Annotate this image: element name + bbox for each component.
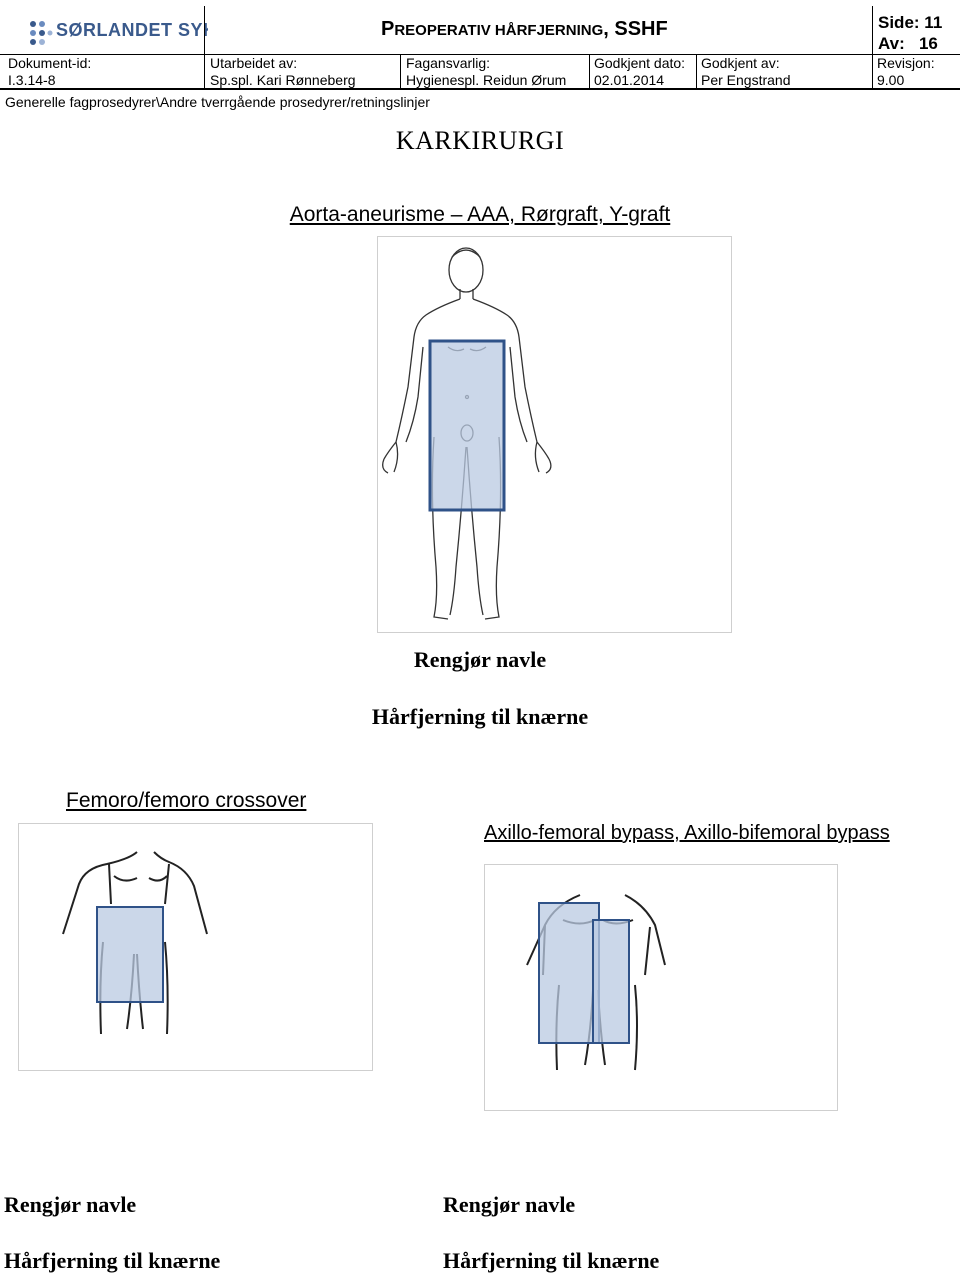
figure-axillo	[484, 864, 838, 1111]
figure-full-body	[377, 236, 732, 633]
doc-id-label: Dokument-id:	[8, 55, 92, 71]
responsible-label: Fagansvarlig:	[406, 55, 491, 71]
hospital-logo-icon	[30, 21, 53, 45]
revision-value: 9.00	[877, 72, 905, 88]
hair-removal-area-left	[538, 902, 600, 1044]
torso-femoro-illustration	[62, 851, 208, 1035]
doc-id-value: I.3.14-8	[8, 72, 56, 88]
page-number: Side: 11	[878, 13, 943, 32]
instruction-hair-removal-3: Hårfjerning til knærne	[443, 1248, 660, 1273]
document-title: PREOPERATIV HÅRFJERNING, SSHF	[381, 18, 668, 40]
instruction-hair-removal-2: Hårfjerning til knærne	[4, 1248, 221, 1273]
revision-label: Revisjon:	[877, 55, 935, 71]
approved-date-value: 02.01.2014	[594, 72, 665, 88]
hair-removal-area	[96, 906, 164, 1003]
figure-femoro	[18, 823, 373, 1071]
author-label: Utarbeidet av:	[210, 55, 298, 71]
author-value: Sp.spl. Kari Rønneberg	[210, 72, 356, 88]
body-front-illustration	[382, 247, 552, 620]
section-title-aorta: Aorta-aneurisme – AAA, Rørgraft, Y-graft	[289, 203, 671, 226]
section-title-femoro: Femoro/femoro crossover	[66, 789, 307, 812]
instruction-hair-removal-1: Hårfjerning til knærne	[371, 704, 589, 729]
approved-by-value: Per Engstrand	[701, 72, 791, 88]
section-title-axillo: Axillo-femoral bypass, Axillo-bifemoral …	[484, 822, 890, 844]
document-path: Generelle fagprosedyrer\Andre tverrgåend…	[5, 94, 430, 110]
responsible-value: Hygienespl. Reidun Ørum	[406, 72, 567, 88]
hair-removal-area	[428, 339, 506, 512]
page-total: Av: 16	[878, 34, 938, 53]
torso-axillo-illustration	[526, 894, 666, 1071]
instruction-clean-navel-1: Rengjør navle	[413, 647, 547, 672]
instruction-clean-navel-2: Rengjør navle	[4, 1192, 137, 1217]
approved-date-label: Godkjent dato:	[594, 55, 686, 71]
approved-by-label: Godkjent av:	[701, 55, 780, 71]
hospital-logo-text: SØRLANDET SYKEHUS	[56, 20, 208, 40]
hair-removal-area-right	[592, 919, 630, 1044]
instruction-clean-navel-3: Rengjør navle	[443, 1192, 576, 1217]
page-heading: KARKIRURGI	[395, 126, 565, 155]
